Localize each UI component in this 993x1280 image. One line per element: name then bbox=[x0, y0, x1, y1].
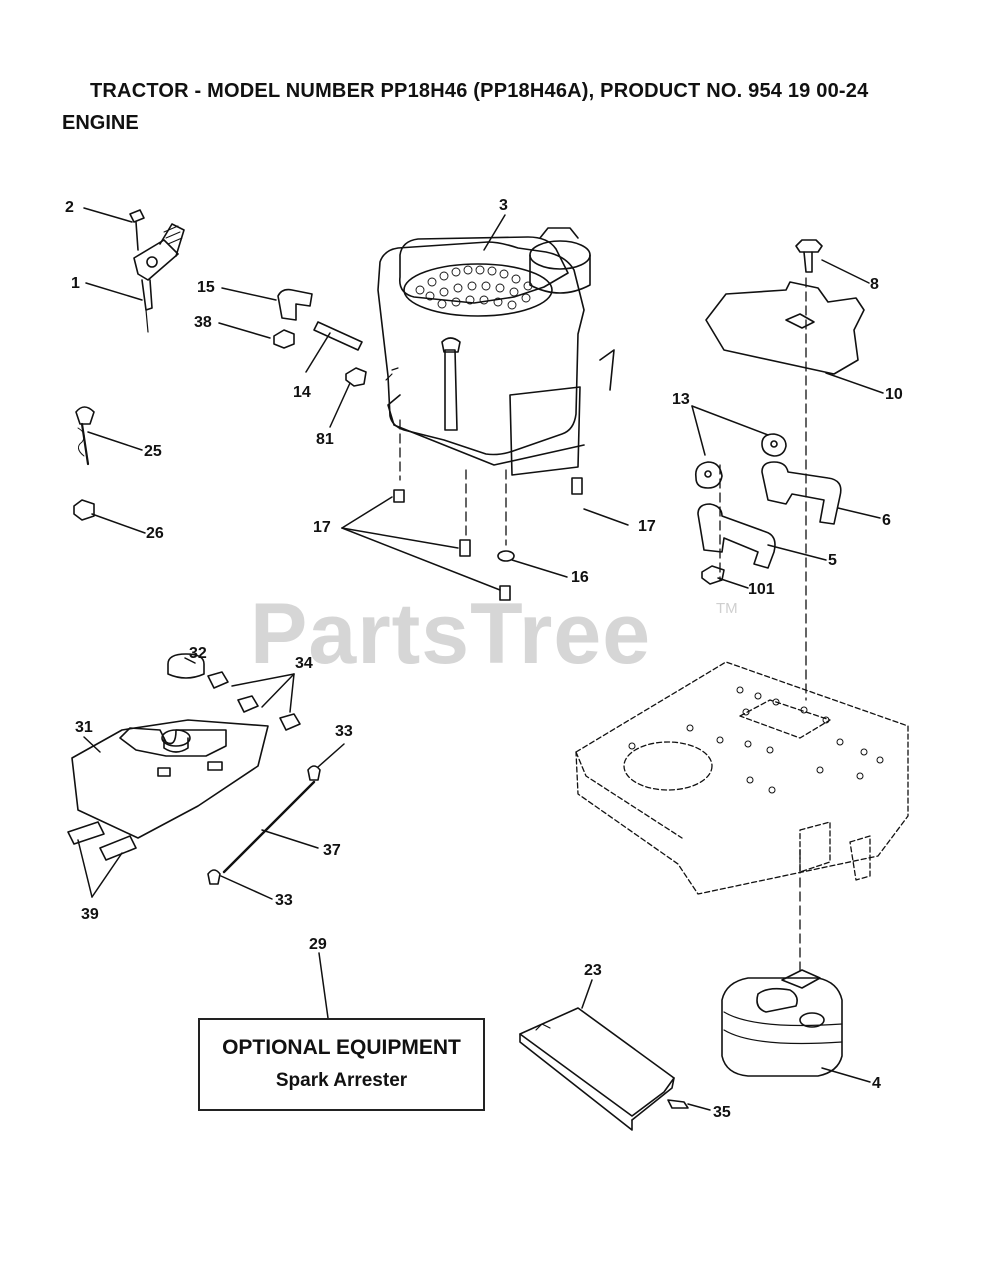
dashed-assembly-lines bbox=[399, 277, 807, 976]
callout-25: 25 bbox=[144, 443, 162, 460]
callout-35: 35 bbox=[713, 1104, 731, 1121]
callout-2: 2 bbox=[65, 199, 74, 216]
callout-1: 1 bbox=[71, 275, 80, 292]
callout-5: 5 bbox=[828, 552, 837, 569]
callout-31: 31 bbox=[75, 719, 93, 736]
callout-16: 16 bbox=[571, 569, 589, 586]
callout-34: 34 bbox=[295, 655, 313, 672]
fitting-parts bbox=[273, 288, 367, 387]
callout-17-left: 17 bbox=[313, 519, 331, 536]
engine-grille bbox=[415, 265, 533, 310]
callout-8: 8 bbox=[870, 276, 879, 293]
spark-arrester-label: Spark Arrester bbox=[275, 1070, 408, 1091]
callout-32: 32 bbox=[189, 645, 207, 662]
muffler bbox=[721, 969, 843, 1077]
frame-holes bbox=[628, 686, 884, 794]
callout-14: 14 bbox=[293, 384, 311, 401]
callout-10: 10 bbox=[885, 386, 903, 403]
mounting-bolts bbox=[393, 477, 583, 601]
tractor-frame bbox=[575, 661, 909, 895]
callout-33-top: 33 bbox=[335, 723, 353, 740]
callout-4: 4 bbox=[872, 1075, 881, 1092]
callout-29: 29 bbox=[309, 936, 327, 953]
throttle-control bbox=[129, 209, 185, 333]
callout-33-bottom: 33 bbox=[275, 892, 293, 909]
fuel-tank-parts bbox=[67, 653, 321, 885]
callout-23: 23 bbox=[584, 962, 602, 979]
diagram-title: TRACTOR - MODEL NUMBER PP18H46 (PP18H46A… bbox=[90, 80, 869, 102]
engine bbox=[377, 227, 615, 476]
callout-13: 13 bbox=[672, 391, 690, 408]
callout-38: 38 bbox=[194, 314, 212, 331]
optional-equipment-box: OPTIONAL EQUIPMENT Spark Arrester bbox=[198, 1018, 485, 1111]
callout-26: 26 bbox=[146, 525, 164, 542]
spark-arrester-shield bbox=[519, 1007, 689, 1131]
optional-equipment-label: OPTIONAL EQUIPMENT bbox=[222, 1036, 461, 1059]
callout-37: 37 bbox=[323, 842, 341, 859]
callout-15: 15 bbox=[197, 279, 215, 296]
callout-17-right: 17 bbox=[638, 518, 656, 535]
diagram-subtitle: ENGINE bbox=[62, 112, 139, 134]
callout-6: 6 bbox=[882, 512, 891, 529]
callout-101: 101 bbox=[748, 581, 775, 598]
callout-39: 39 bbox=[81, 906, 99, 923]
leader-lines bbox=[77, 207, 884, 1111]
callout-81: 81 bbox=[316, 431, 334, 448]
watermark: PartsTree bbox=[250, 586, 652, 682]
shield-plate bbox=[705, 239, 865, 375]
callout-3: 3 bbox=[499, 197, 508, 214]
dipstick bbox=[73, 406, 95, 521]
exhaust-parts bbox=[694, 433, 842, 585]
watermark-tm: TM bbox=[716, 600, 738, 617]
